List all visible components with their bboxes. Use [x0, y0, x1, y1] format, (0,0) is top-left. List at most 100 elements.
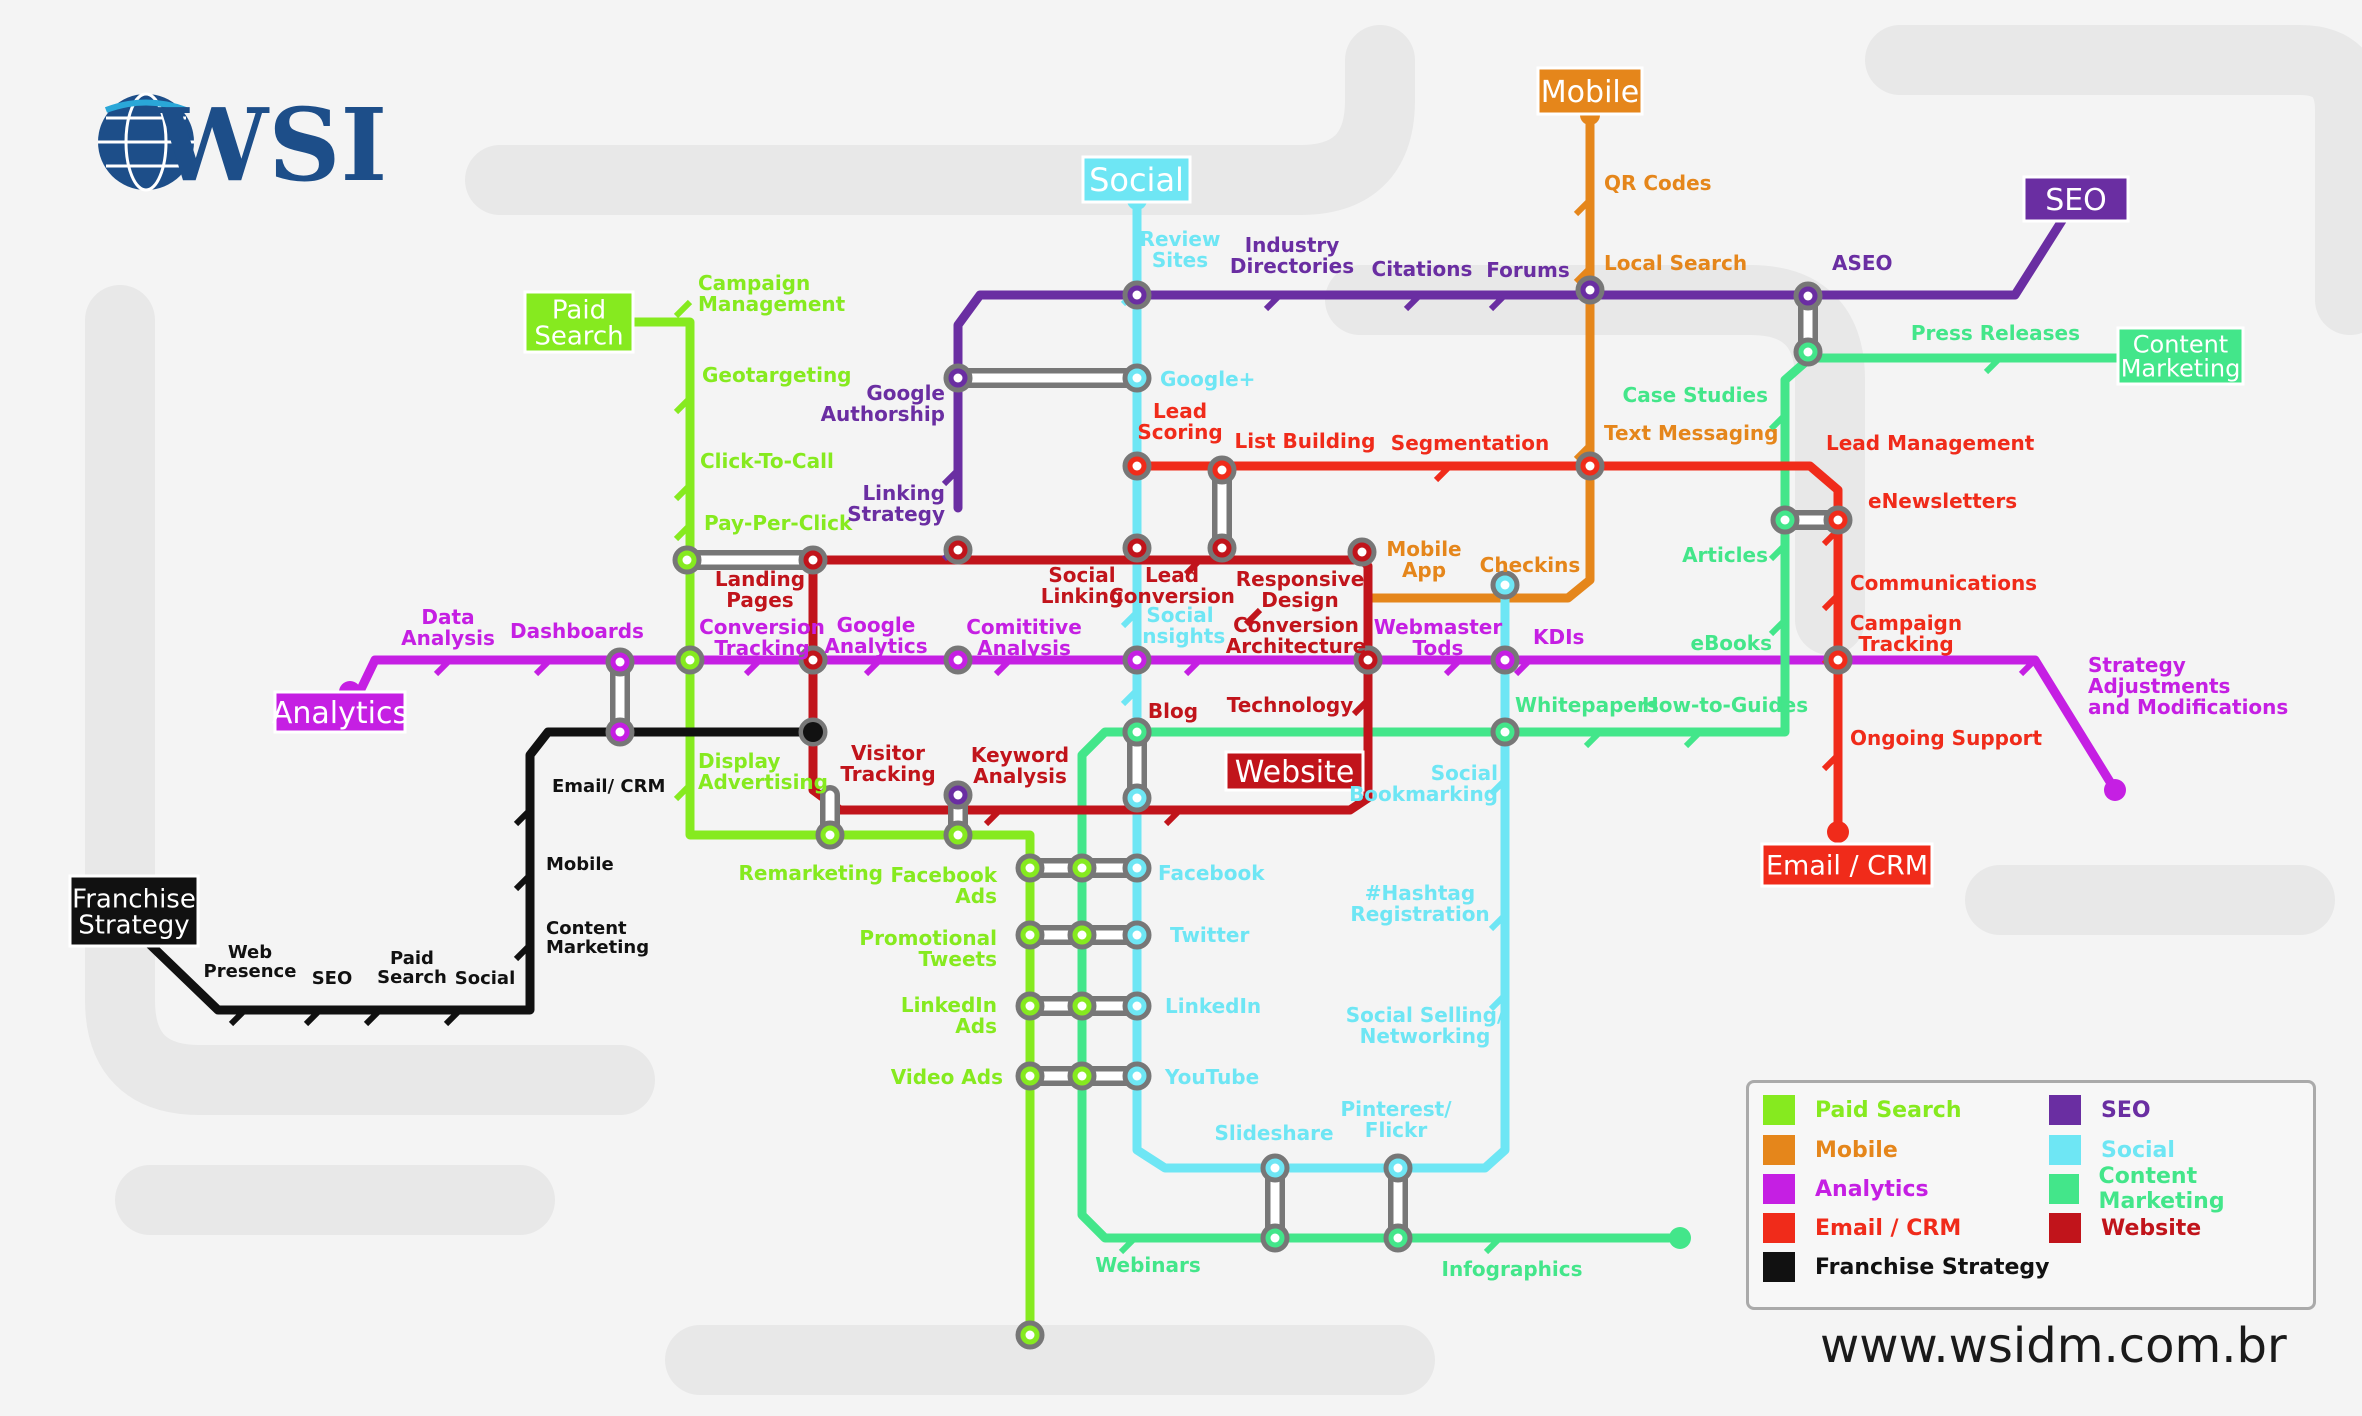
station-label-conversion-architecture-line: Conversion — [1233, 613, 1359, 637]
station-label-social-linking-line: Social — [1048, 563, 1115, 587]
station-label-competitive-analysis-line: Comititive — [966, 615, 1082, 639]
station-label-promotional-tweets-line: Promotional — [859, 926, 997, 950]
station-label-conversion-architecture-line: Architecture — [1226, 634, 1367, 658]
station-label-industry-directories-line: Industry — [1245, 233, 1340, 257]
route-tick — [513, 872, 533, 892]
terminal-mobile-label-line: Mobile — [1541, 75, 1639, 110]
station-label-strategy-adjustments-line: and Modifications — [2088, 695, 2288, 719]
station-label-web-presence-line: Web — [228, 942, 272, 963]
line-social — [1132, 175, 1510, 1173]
station-label-click-to-call: Click-To-Call — [700, 449, 834, 473]
station-social-dot — [1500, 580, 1510, 590]
terminal-email-crm-label-line: Email / CRM — [1766, 851, 1928, 882]
legend-item: Email / CRM — [1763, 1213, 1961, 1243]
station-website-dot — [1363, 655, 1373, 665]
station-email-crm-dot — [1217, 465, 1227, 475]
station-label-ebooks: eBooks — [1691, 631, 1773, 655]
station-label-mobile-stop: Mobile — [546, 854, 614, 875]
station-label-ongoing-support: Ongoing Support — [1850, 726, 2043, 750]
station-label-display-advertising-line: Advertising — [698, 770, 828, 794]
route-lines — [130, 90, 2165, 1340]
terminus-content — [1669, 1227, 1691, 1249]
station-label-content-marketing-stop-line: Content — [546, 918, 627, 939]
station-paid-search-dot — [1077, 863, 1087, 873]
route-tick — [2018, 657, 2038, 677]
station-label-paid-search-stop-line: Paid — [390, 948, 434, 969]
station-label-social-bookmarking-line: Social — [1431, 761, 1498, 785]
station-label-technology: Technology — [1227, 693, 1354, 717]
route-tick — [513, 942, 533, 962]
route-tick — [1488, 777, 1508, 797]
terminal-social — [1081, 155, 1192, 204]
station-label-facebook-ads-line: Facebook — [890, 863, 997, 887]
station-label-email-crm-stop-line: Email/ CRM — [552, 776, 665, 797]
station-content-marketing-dot — [1270, 1233, 1280, 1243]
route-tick — [1443, 657, 1463, 677]
station-seo-dot — [1585, 285, 1595, 295]
station-label-social-bookmarking-line: Bookmarking — [1349, 782, 1498, 806]
station-label-conversion-tracking-line: Tracking — [714, 636, 809, 660]
station-label-ongoing-support-line: Ongoing Support — [1850, 726, 2043, 750]
station-label-communications: Communications — [1850, 571, 2037, 595]
station-content-marketing-dot — [1803, 347, 1813, 357]
station-label-google-analytics-line: Analytics — [824, 634, 927, 658]
station-label-infographics: Infographics — [1442, 1257, 1583, 1281]
route-tick — [1118, 1235, 1138, 1255]
station-label-checkins: Checkins — [1480, 553, 1581, 577]
wsi-logo: WSI — [98, 86, 386, 200]
route-tick — [673, 395, 693, 415]
station-label-facebook: Facebook — [1158, 861, 1265, 885]
station-label-web-presence-line: Presence — [204, 961, 297, 982]
station-label-whitepapers-line: Whitepapers — [1515, 693, 1659, 717]
station-label-data-analysis-line: Analysis — [401, 626, 495, 650]
station-website-dot — [808, 655, 818, 665]
station-analytics-dot — [615, 657, 625, 667]
station-analytics-dot — [1132, 655, 1142, 665]
station-label-ebooks-line: eBooks — [1691, 631, 1773, 655]
station-social-dot — [1132, 793, 1142, 803]
terminus-paid-search-dot — [1025, 1330, 1035, 1340]
station-paid-search-dot — [953, 830, 963, 840]
station-label-mobile-stop-line: Mobile — [546, 854, 614, 875]
station-label-campaign-tracking-line: Campaign — [1850, 611, 1962, 635]
station-website-dot — [808, 555, 818, 565]
station-label-lead-conversion-line: Lead — [1145, 563, 1199, 587]
station-label-google-plus: Google+ — [1160, 367, 1255, 391]
website-url[interactable]: www.wsidm.com.br — [1820, 1318, 2287, 1374]
station-label-slideshare-line: Slideshare — [1214, 1121, 1333, 1145]
station-social-dot — [1132, 373, 1142, 383]
station-label-google-authorship-line: Google — [866, 381, 945, 405]
station-label-visitor-tracking-line: Visitor — [851, 741, 925, 765]
legend-label: Paid Search — [1815, 1097, 1962, 1123]
station-email-crm-dot — [1132, 461, 1142, 471]
station-label-review-sites-line: Review — [1140, 227, 1221, 251]
station-label-keyword-analysis-line: Analysis — [973, 764, 1067, 788]
route-tick — [533, 657, 553, 677]
terminal-analytics — [273, 690, 407, 734]
station-label-twitter: Twitter — [1170, 923, 1249, 947]
station-social-dot — [1132, 930, 1142, 940]
station-label-social-selling-line: Social Selling/ — [1346, 1003, 1505, 1027]
terminal-content-marketing-label-line: Content — [2133, 331, 2228, 359]
route-tick — [1513, 657, 1533, 677]
station-label-google-analytics-line: Google — [837, 613, 916, 637]
station-label-press-releases: Press Releases — [1911, 321, 2080, 345]
station-paid-search-dot — [1077, 930, 1087, 940]
station-label-case-studies-line: Case Studies — [1623, 383, 1768, 407]
